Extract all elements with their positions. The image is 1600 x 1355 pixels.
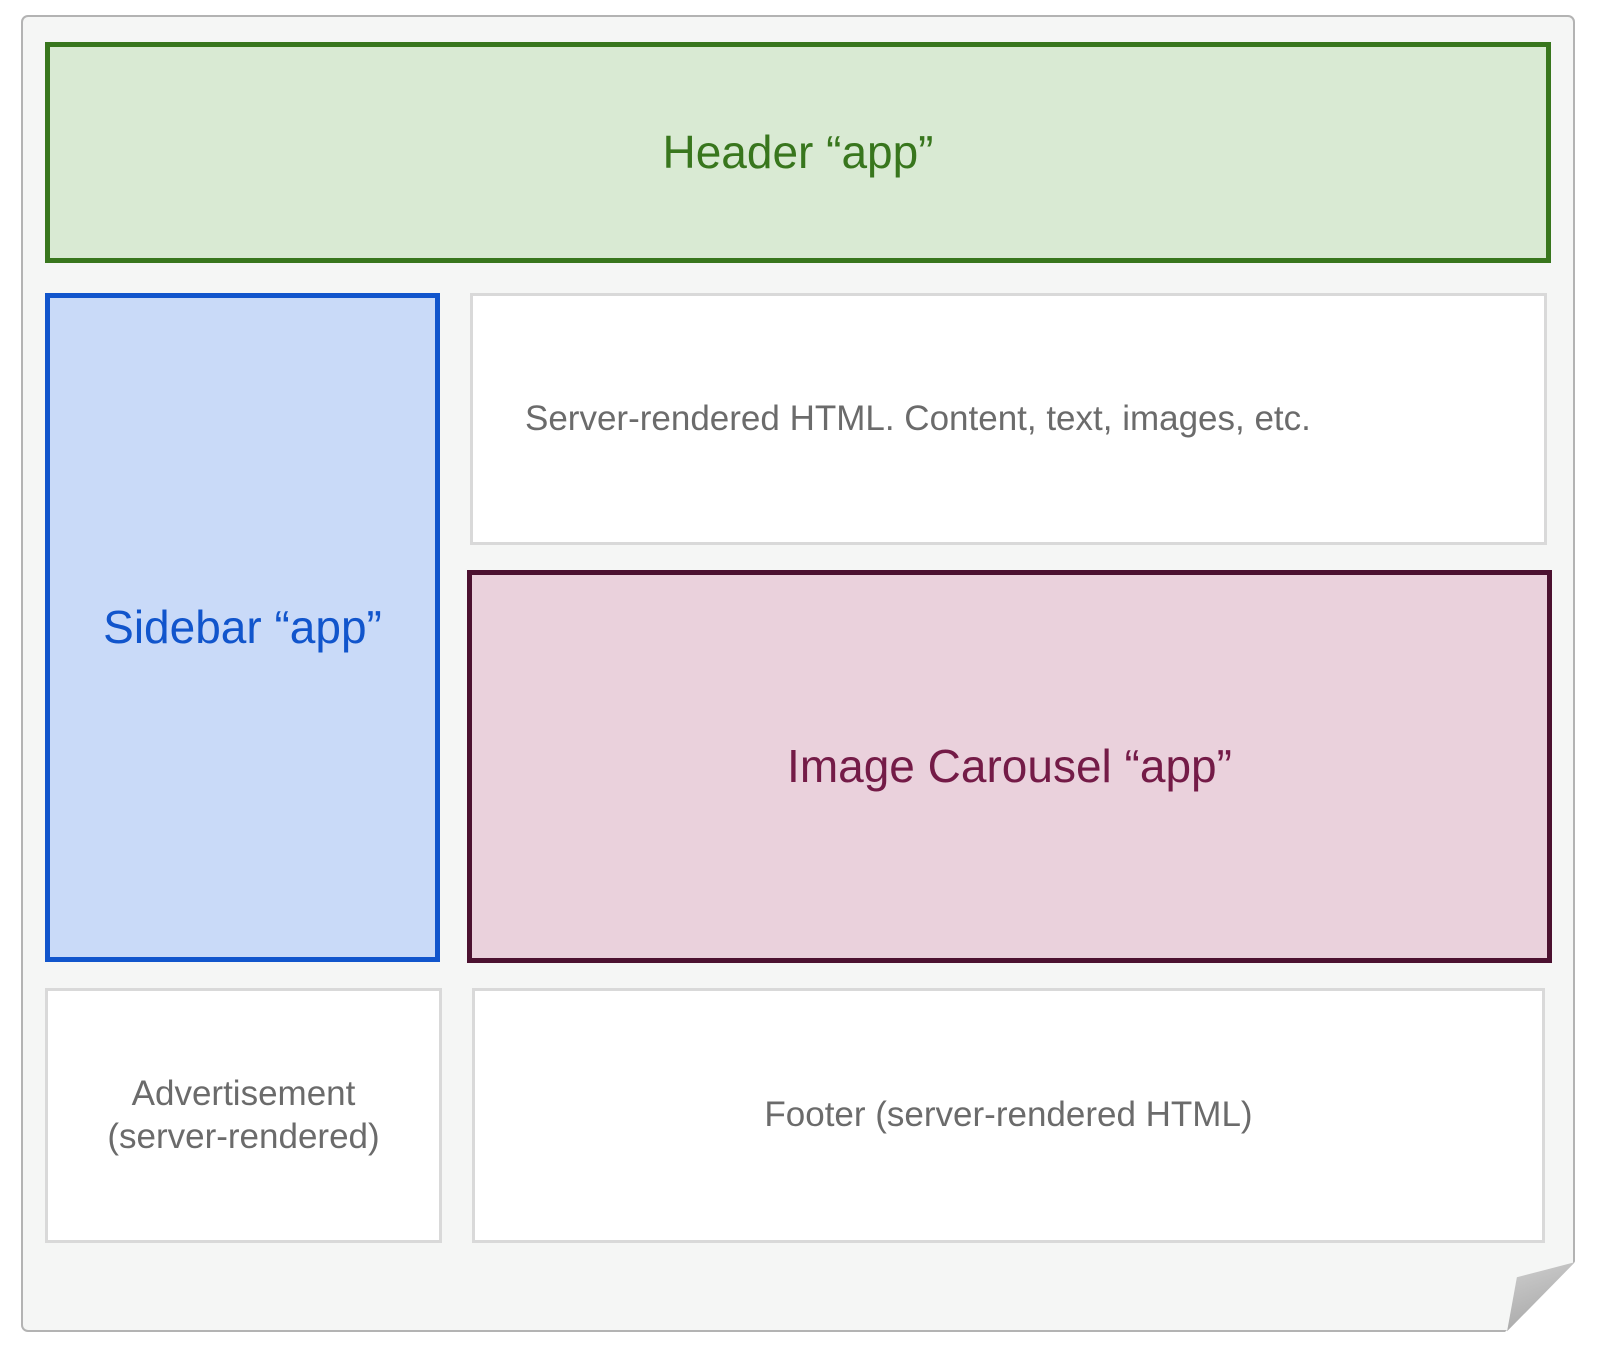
advertisement-box: Advertisement (server-rendered): [45, 988, 442, 1243]
header-app-label: Header “app”: [662, 125, 934, 178]
sidebar-app-box: Sidebar “app”: [45, 293, 440, 962]
image-carousel-app-label: Image Carousel “app”: [787, 739, 1232, 792]
server-rendered-content-label: Server-rendered HTML. Content, text, ima…: [525, 398, 1311, 438]
browser-page-outline: Header “app” Sidebar “app” Server-render…: [21, 15, 1575, 1332]
sidebar-app-label: Sidebar “app”: [103, 600, 382, 653]
header-app-box: Header “app”: [45, 42, 1551, 263]
image-carousel-app-box: Image Carousel “app”: [467, 570, 1552, 963]
footer-box: Footer (server-rendered HTML): [472, 988, 1545, 1243]
advertisement-label: Advertisement (server-rendered): [107, 1073, 380, 1156]
footer-label: Footer (server-rendered HTML): [764, 1095, 1253, 1135]
server-rendered-content-box: Server-rendered HTML. Content, text, ima…: [470, 293, 1547, 545]
